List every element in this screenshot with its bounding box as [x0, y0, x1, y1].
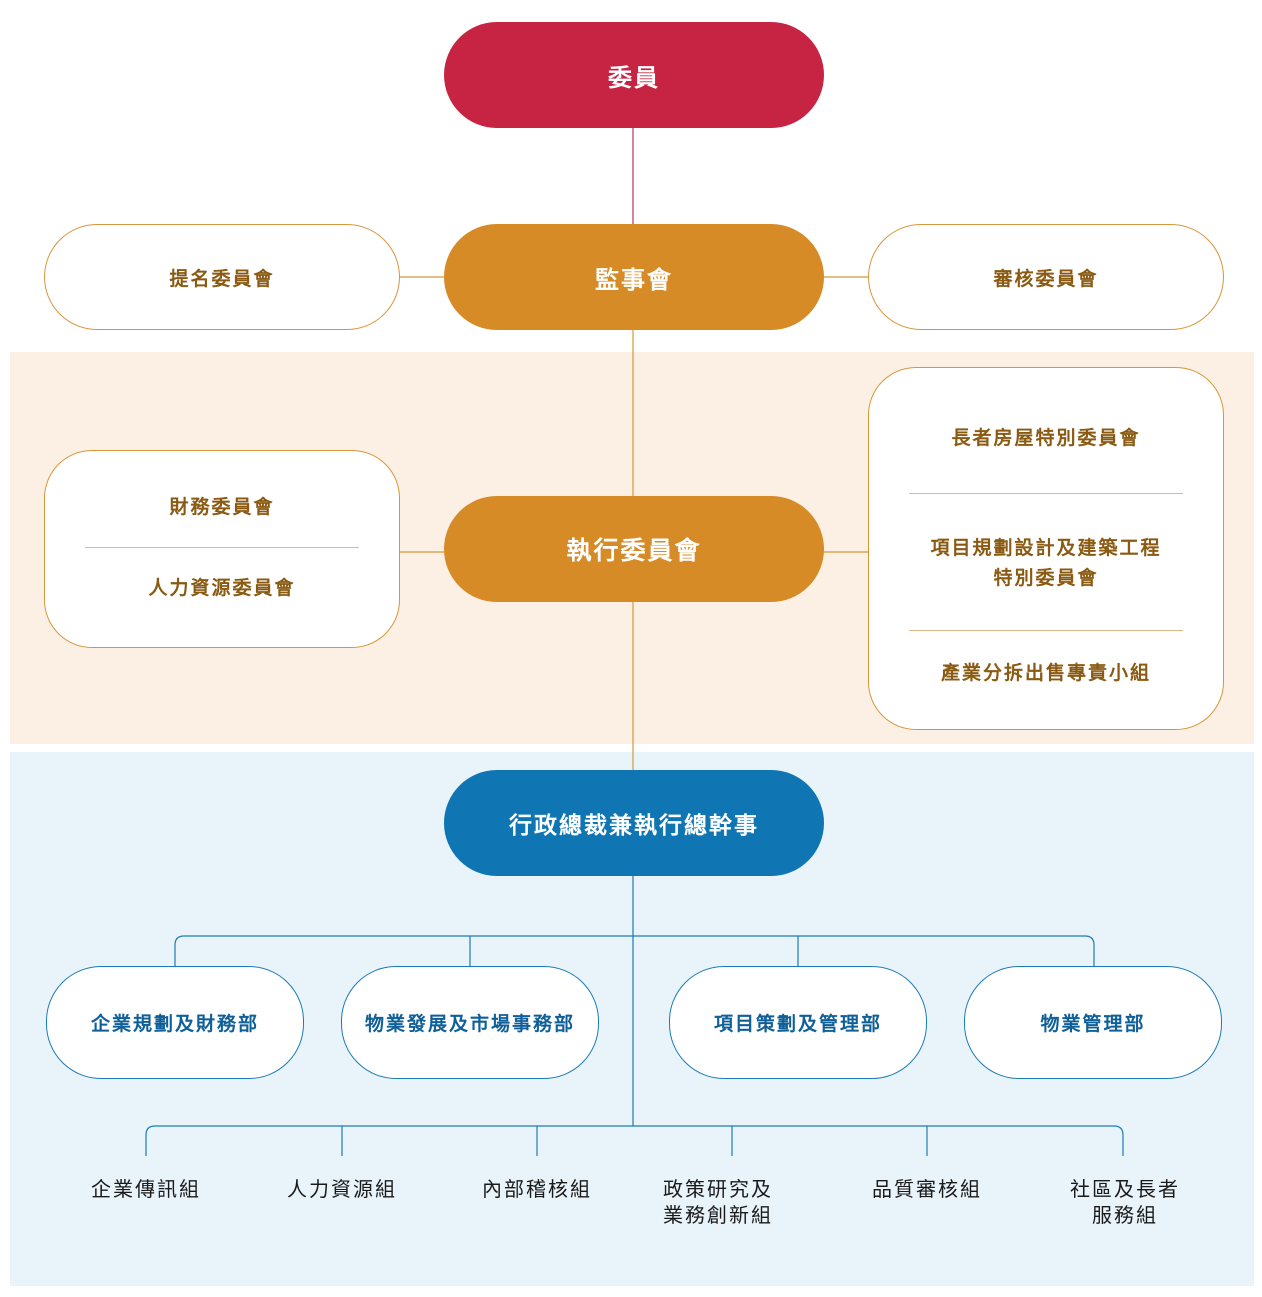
members-node[interactable]: 委員 [444, 22, 824, 128]
audit-committee-label: 審核委員會 [993, 267, 1099, 290]
nomination-committee-node[interactable]: 提名委員會 [44, 224, 400, 330]
audit-committee-node[interactable]: 審核委員會 [868, 224, 1224, 330]
department-corporate-planning-finance[interactable]: 企業規劃及財務部 [46, 966, 304, 1079]
unit-corporate-communications[interactable]: 企業傳訊組 [91, 1177, 201, 1201]
ceo-node[interactable]: 行政總裁兼執行總幹事 [444, 770, 824, 876]
divider [85, 547, 359, 548]
department-project-management[interactable]: 項目策劃及管理部 [669, 966, 927, 1079]
unit-community-elderly-services[interactable]: 社區及長者 服務組 [1070, 1177, 1180, 1227]
members-label: 委員 [608, 63, 660, 92]
department-label: 物業管理部 [1040, 1013, 1146, 1035]
department-label: 物業發展及市場事務部 [364, 1013, 575, 1035]
executive-left-committees: 財務委員會 人力資源委員會 [44, 450, 400, 648]
executive-committee-node[interactable]: 執行委員會 [444, 496, 824, 602]
executive-committee-label: 執行委員會 [566, 536, 702, 565]
project-planning-committee-label[interactable]: 項目規劃設計及建築工程 特別委員會 [930, 537, 1162, 589]
department-development-marketing[interactable]: 物業發展及市場事務部 [341, 966, 599, 1079]
ceo-label: 行政總裁兼執行總幹事 [509, 813, 759, 839]
unit-human-resources[interactable]: 人力資源組 [287, 1177, 397, 1201]
executive-right-committees: 長者房屋特別委員會 項目規劃設計及建築工程 特別委員會 產業分拆出售專責小組 [868, 367, 1224, 730]
department-label: 項目策劃及管理部 [713, 1013, 882, 1035]
department-property-management[interactable]: 物業管理部 [964, 966, 1222, 1079]
unit-policy-research-innovation[interactable]: 政策研究及 業務創新組 [663, 1177, 773, 1227]
unit-quality-audit[interactable]: 品質審核組 [872, 1177, 982, 1201]
elderly-housing-committee-label[interactable]: 長者房屋特別委員會 [951, 427, 1141, 449]
hr-committee-label[interactable]: 人力資源委員會 [148, 577, 296, 599]
unit-internal-audit[interactable]: 內部稽核組 [482, 1177, 592, 1201]
nomination-committee-label: 提名委員會 [169, 267, 275, 290]
supervisory-board-label: 監事會 [595, 265, 673, 294]
supervisory-board-node[interactable]: 監事會 [444, 224, 824, 330]
divider [909, 493, 1183, 494]
department-label: 企業規劃及財務部 [90, 1013, 259, 1035]
divider [909, 630, 1183, 631]
divestment-taskforce-label[interactable]: 產業分拆出售專責小組 [940, 662, 1151, 684]
finance-committee-label[interactable]: 財務委員會 [169, 496, 275, 518]
